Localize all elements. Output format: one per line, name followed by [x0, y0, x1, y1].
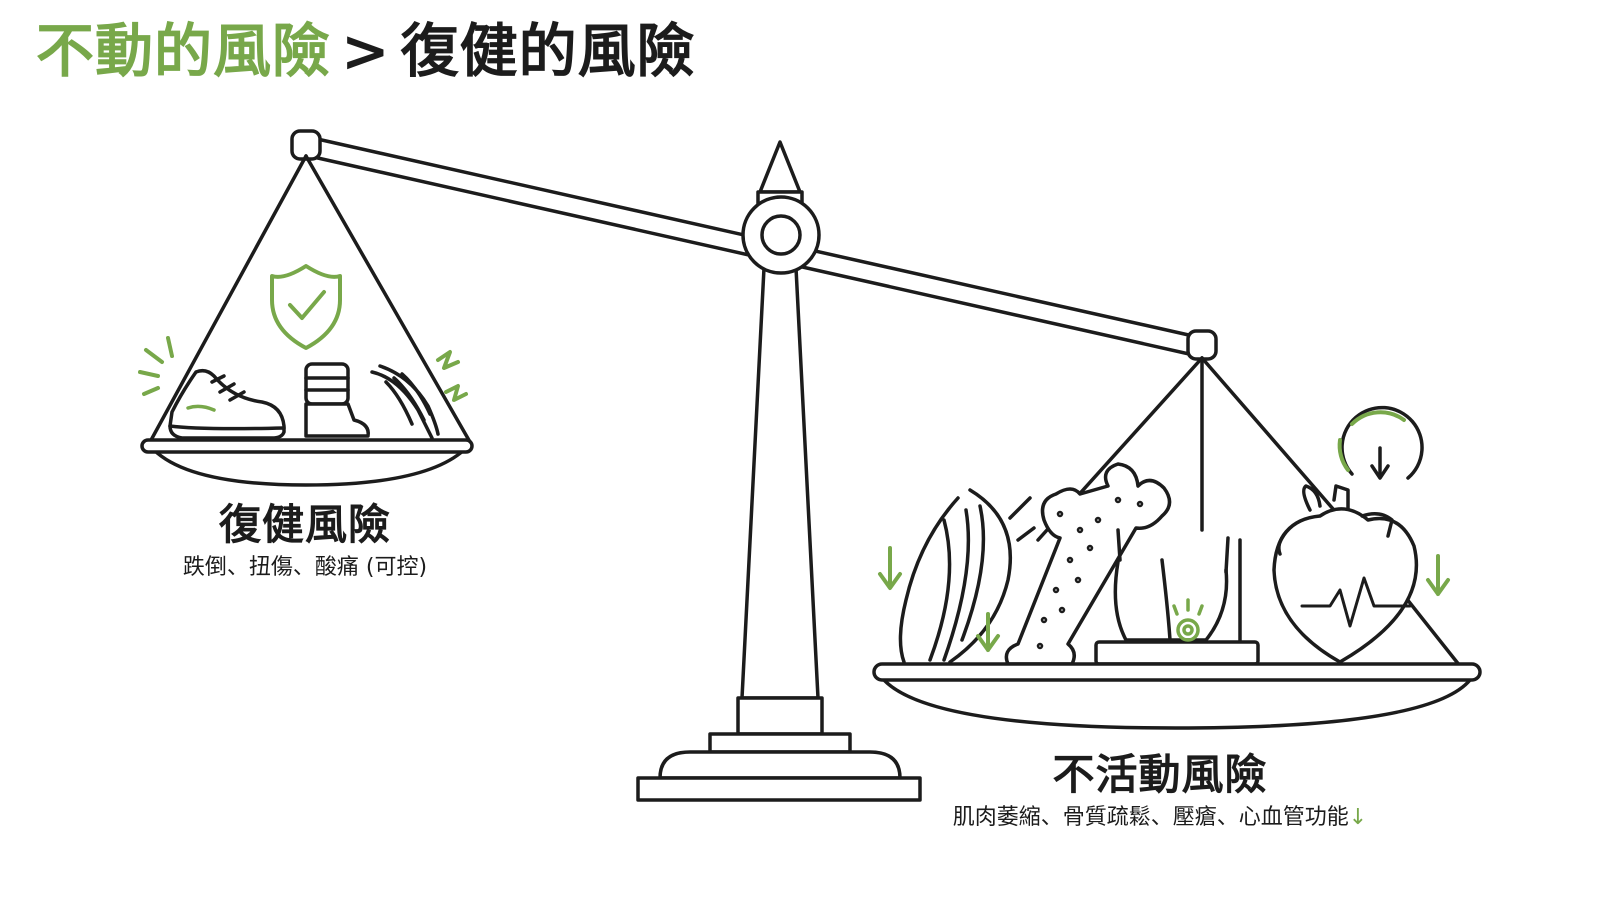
heart-icon: [1272, 484, 1419, 664]
right-pan-label: 不活動風險 肌肉萎縮、骨質疏鬆、壓瘡、心血管功能↓: [900, 750, 1420, 833]
pressure-sore-icon: [1094, 528, 1260, 666]
right-pan-heading: 不活動風險: [1052, 750, 1268, 799]
right-pan-detail-line: 肌肉萎縮、骨質疏鬆、壓瘡、心血管功能↓: [900, 804, 1420, 833]
right-pan-detail-arrow: ↓: [1348, 805, 1368, 831]
gauge-down-icon: [1337, 405, 1424, 480]
title-emphasis: 不動的風險: [36, 17, 332, 85]
left-pan-heading: 復健風險: [218, 500, 391, 549]
title-separator: >: [341, 17, 391, 85]
left-pan-detail: 跌倒、扭傷、酸痛 (可控): [182, 555, 428, 581]
muscle-strain-icon: [370, 364, 440, 440]
scale-beam: [290, 129, 1218, 361]
bone-icon: [1004, 462, 1172, 666]
shield-check-icon: [270, 264, 342, 350]
right-pan: [872, 356, 1482, 730]
down-arrow-icon: [878, 546, 1450, 652]
left-sparkle-icon: [138, 336, 174, 396]
sneaker-icon: [168, 368, 286, 440]
right-zigzag-icon: [436, 350, 468, 402]
ankle-brace-icon: [304, 362, 370, 438]
title-rest: 復健的風險: [400, 17, 696, 85]
right-pan-detail: 肌肉萎縮、骨質疏鬆、壓瘡、心血管功能: [952, 805, 1349, 831]
page-title: 不動的風險>復健的風險: [36, 22, 696, 80]
left-pan: [138, 154, 474, 487]
atrophied-muscle-icon: [898, 488, 1036, 664]
left-pan-label: 復健風險 跌倒、扭傷、酸痛 (可控): [150, 500, 460, 583]
